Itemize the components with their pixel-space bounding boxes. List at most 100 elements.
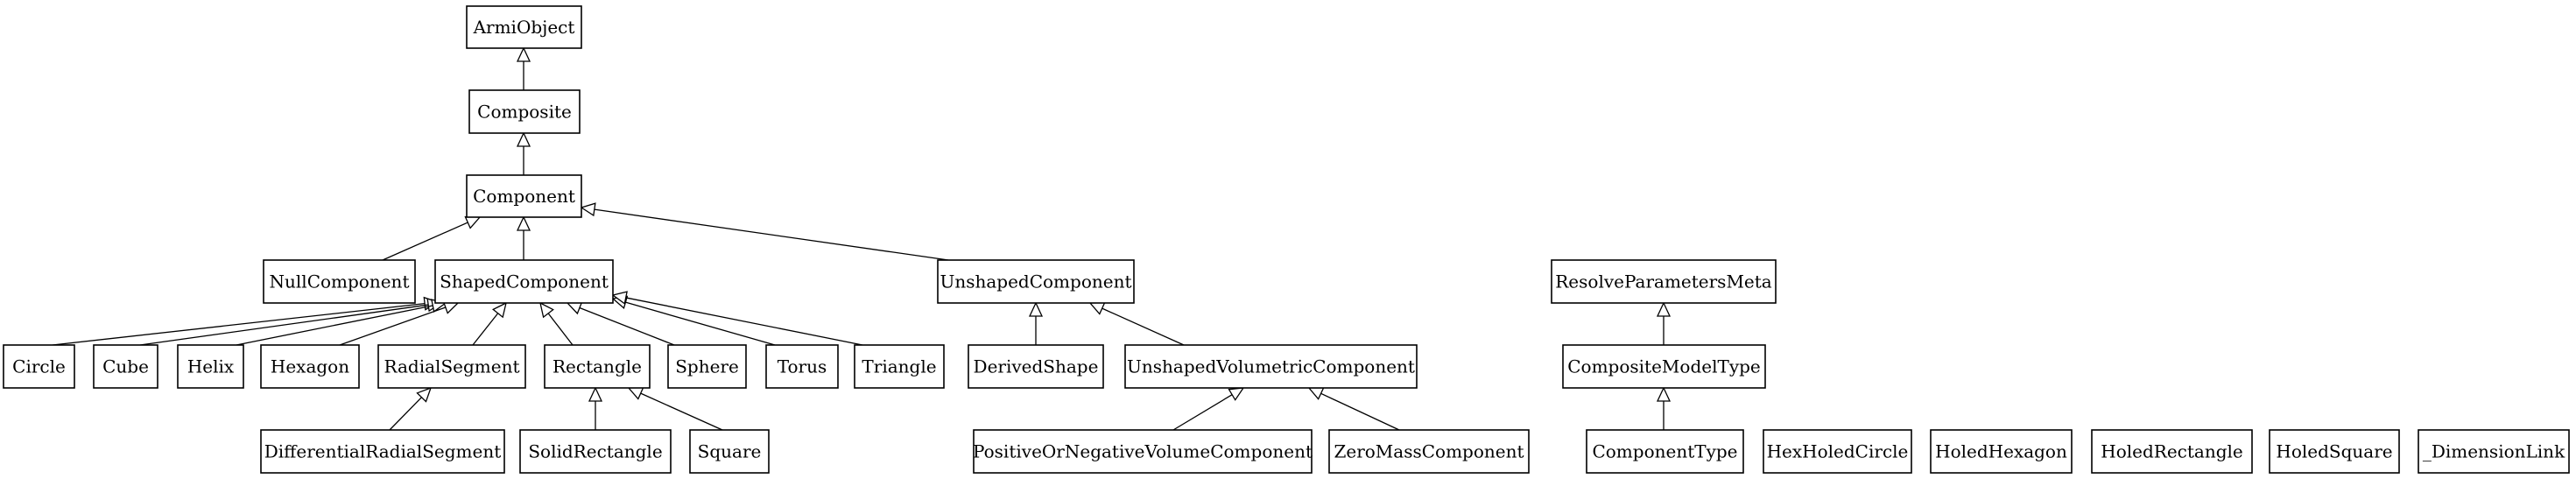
class-node-positive-or-negative-volume-component: PositiveOrNegativeVolumeComponent	[973, 429, 1313, 474]
inheritance-arrowhead	[611, 291, 628, 305]
inheritance-edge	[1101, 307, 1185, 346]
class-box	[1586, 429, 1744, 474]
class-box	[466, 5, 582, 49]
inheritance-arrowhead	[627, 387, 644, 400]
class-node-composite-model-type: CompositeModelType	[1562, 344, 1766, 389]
inheritance-arrowhead	[464, 215, 482, 229]
inheritance-edge	[1172, 394, 1233, 431]
class-name-label: Triangle	[862, 356, 936, 377]
inheritance-arrowhead	[1228, 387, 1245, 401]
class-node-resolve-parameters-meta: ResolveParametersMeta	[1551, 259, 1777, 304]
class-node-helix: Helix	[177, 344, 244, 389]
inheritance-arrowhead	[516, 215, 531, 231]
class-node-zero-mass-component: ZeroMassComponent	[1328, 429, 1530, 474]
class-name-label: DifferentialRadialSegment	[264, 441, 502, 462]
inheritance-edge	[339, 306, 447, 346]
class-box	[1328, 429, 1530, 474]
class-node-square: Square	[689, 429, 770, 474]
class-node-cube: Cube	[93, 344, 158, 389]
class-node-dimension-link: _DimensionLink	[2418, 429, 2570, 474]
class-box	[2418, 429, 2570, 474]
inheritance-arrowhead	[1307, 387, 1325, 400]
inheritance-arrowhead	[588, 386, 603, 402]
inheritance-arrowhead	[516, 46, 531, 62]
class-node-holed-hexagon: HoledHexagon	[1930, 429, 2073, 474]
class-box	[1763, 429, 1912, 474]
inheritance-edge	[547, 313, 574, 346]
class-name-label: SolidRectangle	[528, 441, 662, 462]
class-name-label: HoledSquare	[2276, 441, 2392, 462]
class-box	[468, 89, 581, 134]
class-node-circle: Circle	[3, 344, 75, 389]
class-node-rectangle: Rectangle	[544, 344, 651, 389]
class-box	[968, 344, 1104, 389]
class-node-derived-shape: DerivedShape	[968, 344, 1104, 389]
inheritance-arrowhead	[580, 202, 596, 217]
class-name-label: Square	[698, 441, 762, 462]
class-box	[1562, 344, 1766, 389]
class-name-label: Sphere	[675, 356, 739, 377]
class-node-sphere: Sphere	[667, 344, 747, 389]
inheritance-arrowhead	[516, 131, 531, 147]
inheritance-arrowhead	[416, 386, 433, 403]
class-name-label: UnshapedComponent	[940, 271, 1131, 292]
class-node-hexagon: Hexagon	[260, 344, 360, 389]
class-node-solid-rectangle: SolidRectangle	[519, 429, 672, 474]
class-node-differential-radial-segment: DifferentialRadialSegment	[260, 429, 505, 474]
class-box	[260, 344, 360, 389]
class-name-label: UnshapedVolumetricComponent	[1127, 356, 1415, 377]
inheritance-arrowhead	[566, 301, 583, 315]
inheritance-arrowhead	[539, 301, 554, 319]
class-name-label: PositiveOrNegativeVolumeComponent	[973, 441, 1313, 462]
class-node-holed-square: HoledSquare	[2269, 429, 2400, 474]
class-box	[854, 344, 945, 389]
class-node-triangle: Triangle	[854, 344, 945, 389]
inheritance-edge	[139, 304, 429, 346]
class-name-label: Cube	[102, 356, 149, 377]
class-name-label: ComponentType	[1592, 441, 1737, 462]
class-node-radial-segment: RadialSegment	[377, 344, 526, 389]
inheritance-arrowhead	[1088, 302, 1106, 315]
class-name-label: Helix	[187, 356, 235, 377]
class-name-label: HexHoledCircle	[1767, 441, 1909, 462]
inheritance-edge	[594, 208, 949, 261]
class-box	[667, 344, 747, 389]
class-node-unshaped-component: UnshapedComponent	[937, 259, 1135, 304]
class-node-hex-holed-circle: HexHoledCircle	[1763, 429, 1912, 474]
class-box	[1124, 344, 1418, 389]
inheritance-edge	[52, 303, 426, 346]
class-name-label: Component	[473, 186, 575, 207]
class-name-label: Circle	[12, 356, 66, 377]
inheritance-edge	[640, 392, 723, 431]
class-node-unshaped-volumetric-component: UnshapedVolumetricComponent	[1124, 344, 1418, 389]
class-box	[519, 429, 672, 474]
class-box	[1551, 259, 1777, 304]
class-name-label: RadialSegment	[384, 356, 519, 377]
class-box	[466, 174, 582, 218]
class-name-label: HoledRectangle	[2101, 441, 2243, 462]
inheritance-edge	[579, 306, 675, 346]
inheritance-edge	[472, 313, 499, 346]
class-box	[1930, 429, 2073, 474]
class-node-armi-object: ArmiObject	[466, 5, 582, 49]
class-box	[377, 344, 526, 389]
class-box	[177, 344, 244, 389]
class-name-label: Rectangle	[553, 356, 642, 377]
class-name-label: HoledHexagon	[1935, 441, 2067, 462]
inheritance-arrowhead	[491, 301, 507, 319]
class-box	[937, 259, 1135, 304]
inheritance-edge	[382, 222, 468, 261]
inheritance-edge	[625, 297, 863, 346]
class-node-null-component: NullComponent	[263, 259, 416, 304]
class-name-label: _DimensionLink	[2423, 441, 2565, 462]
inheritance-arrowhead	[1028, 301, 1044, 317]
class-name-label: Hexagon	[271, 356, 349, 377]
class-box	[544, 344, 651, 389]
class-name-label: DerivedShape	[974, 356, 1099, 377]
inheritance-arrowhead	[1656, 301, 1672, 317]
class-node-holed-rectangle: HoledRectangle	[2091, 429, 2253, 474]
class-name-label: Torus	[778, 356, 827, 377]
class-box	[260, 429, 505, 474]
